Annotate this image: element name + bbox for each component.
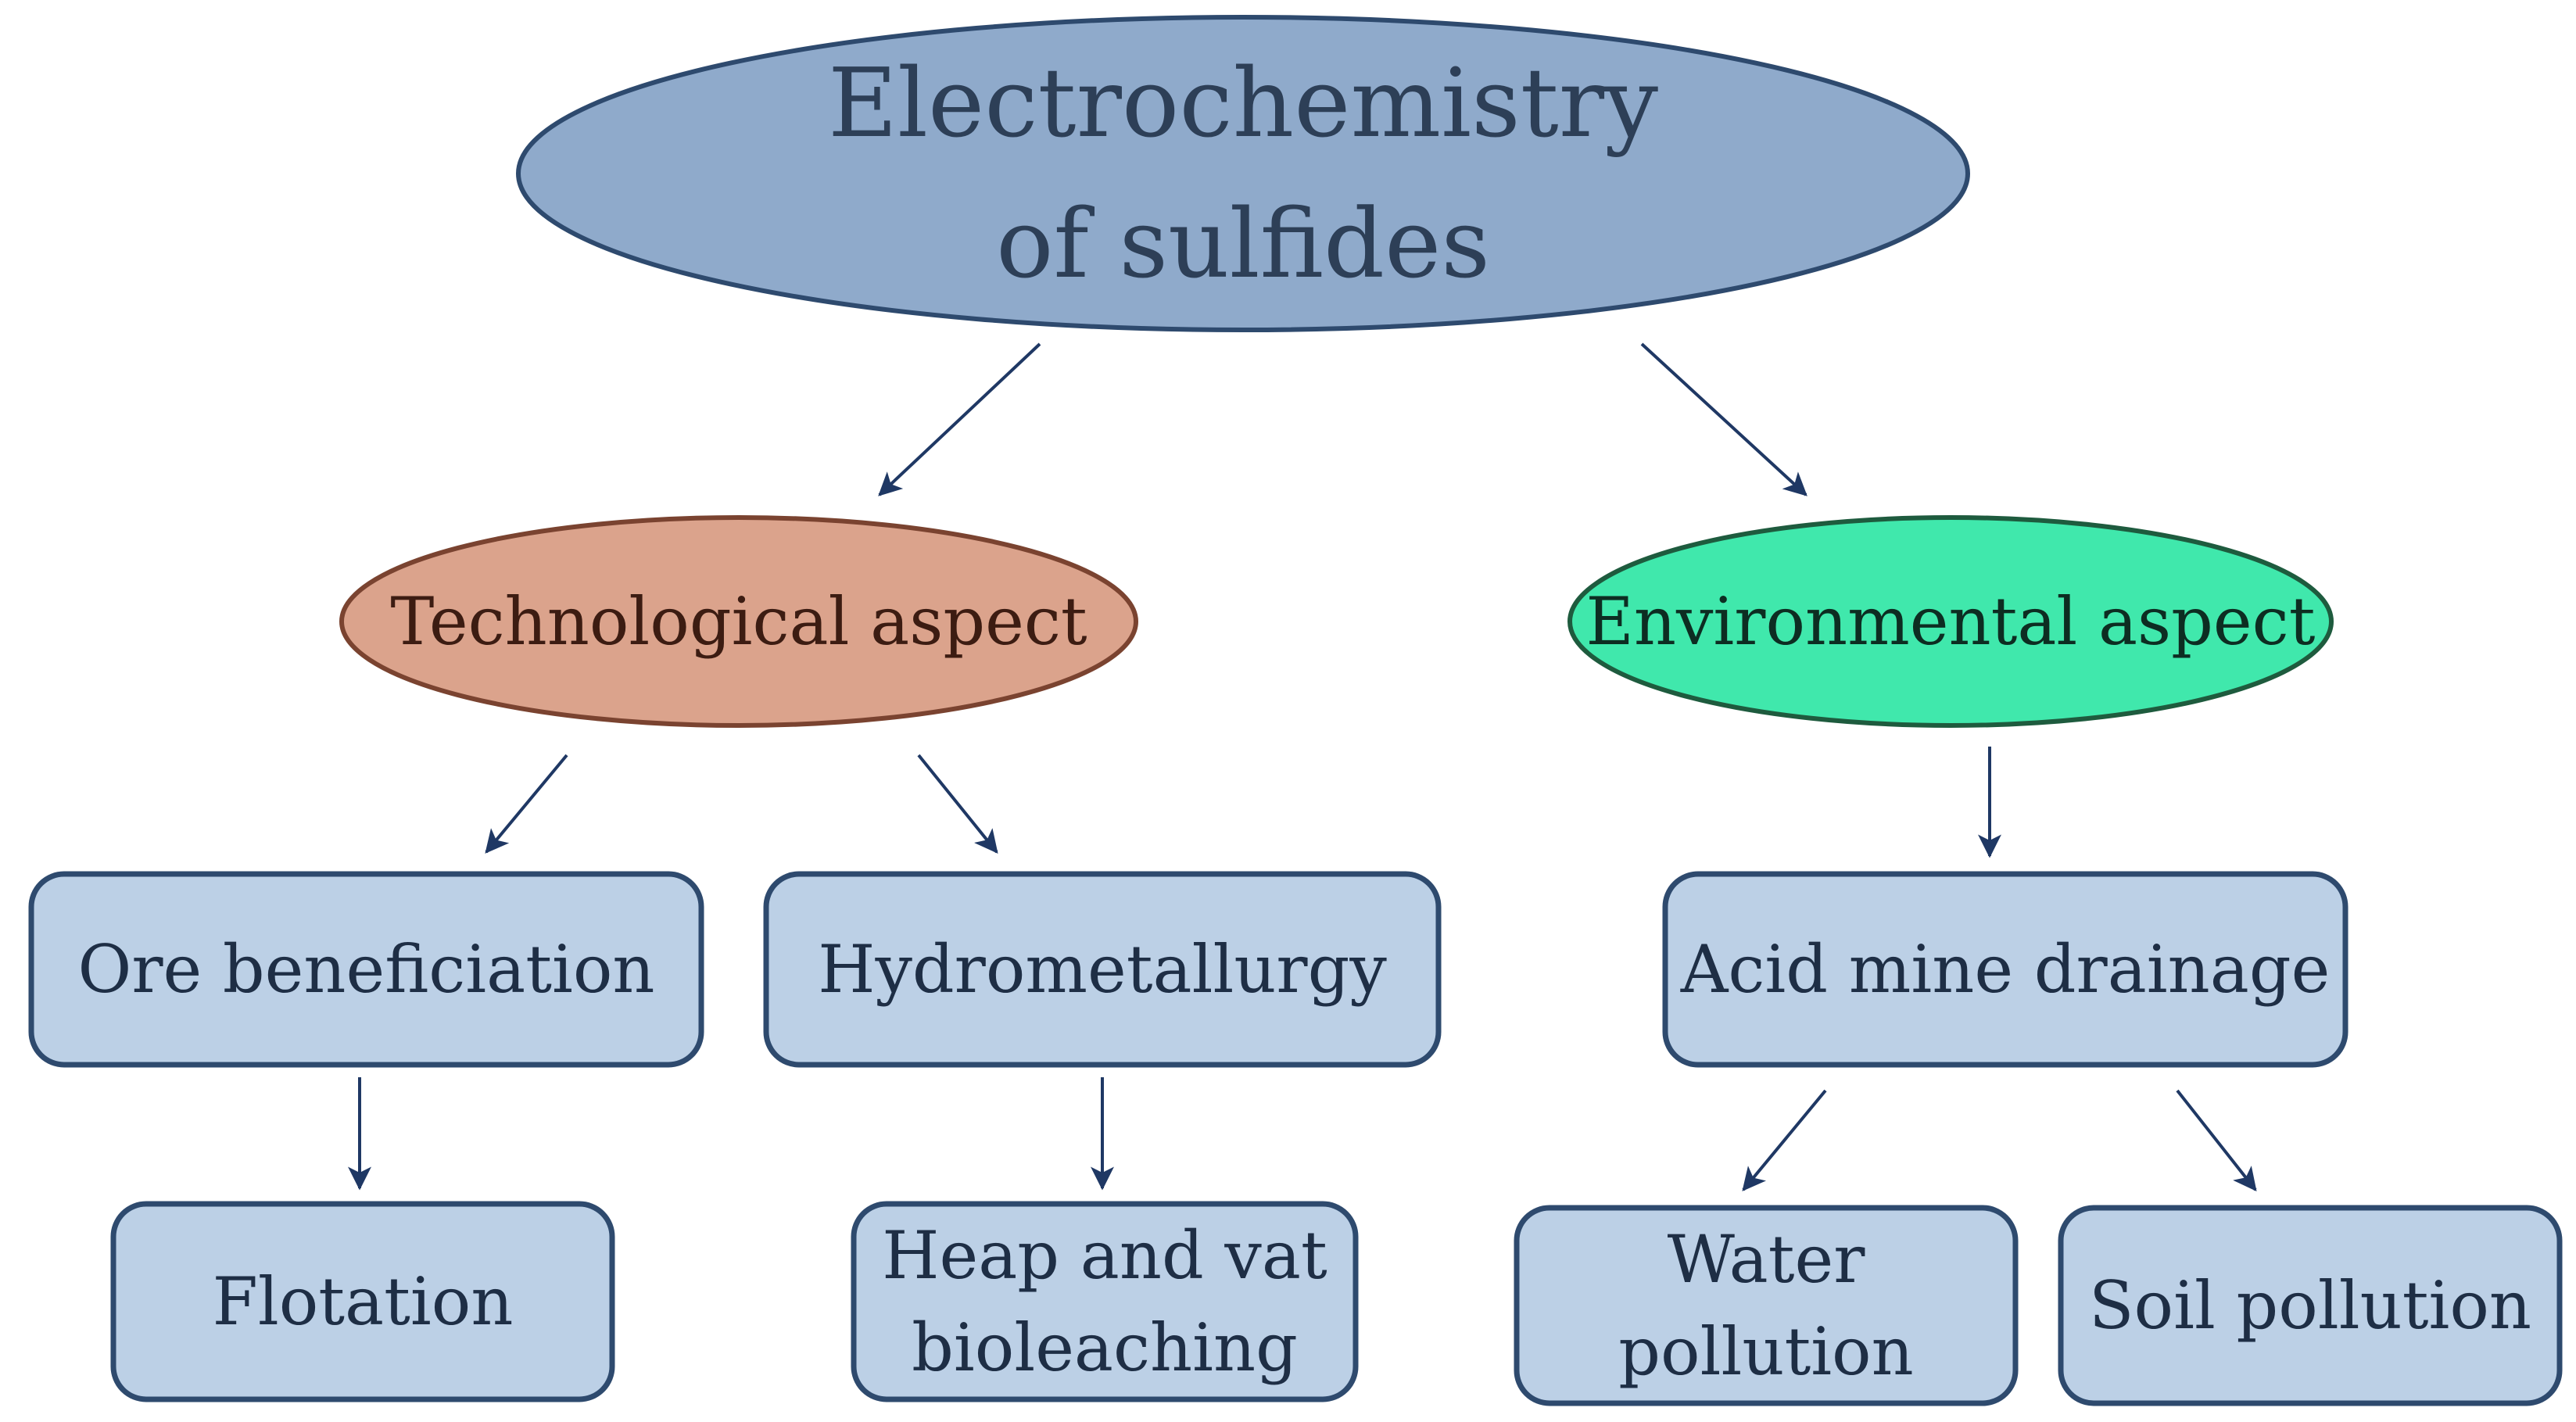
node-environmental: Environmental aspect xyxy=(1567,515,2334,728)
node-hydro-label-line-1: Hydrometallurgy xyxy=(818,931,1387,1008)
node-heap-label-line-1: Heap and vat xyxy=(882,1217,1327,1294)
node-ore-shape xyxy=(28,871,704,1068)
node-soil: Soil pollution xyxy=(2058,1205,2563,1406)
node-flotation-label-line-1: Flotation xyxy=(213,1263,514,1340)
node-water-label-line-2: pollution xyxy=(1618,1313,1913,1390)
node-soil-label-line-1: Soil pollution xyxy=(2089,1267,2531,1344)
node-water: Water pollution xyxy=(1514,1205,2019,1406)
node-amd: Acid mine drainage xyxy=(1662,871,2348,1068)
node-ore: Ore beneficiation xyxy=(28,871,704,1068)
node-amd-shape xyxy=(1662,871,2348,1068)
node-heap-label-line-2: bioleaching xyxy=(912,1309,1298,1386)
node-soil-shape xyxy=(2058,1205,2563,1406)
node-hydro: Hydrometallurgy xyxy=(763,871,1442,1068)
node-root-label-line-2: of sulfides xyxy=(996,188,1490,299)
node-root-label-line-1: Electrochemistry xyxy=(828,48,1658,159)
node-hydro-shape xyxy=(763,871,1442,1068)
node-ore-label-line-1: Ore beneficiation xyxy=(77,931,654,1008)
arrow-amd-to-water xyxy=(1742,1089,1827,1191)
node-environmental-label-line-1: Environmental aspect xyxy=(1586,583,2316,660)
arrow-technological-to-hydro xyxy=(917,754,998,854)
arrow-root-to-technological xyxy=(878,342,1041,496)
node-heap: Heap and vat bioleaching xyxy=(851,1201,1359,1402)
arrow-root-to-environmental xyxy=(1640,342,1807,496)
node-water-label-line-1: Water xyxy=(1668,1221,1866,1298)
node-flotation: Flotation xyxy=(110,1201,615,1402)
node-root: Electrochemistry of sulfides xyxy=(516,15,1970,332)
edges-layer xyxy=(348,342,2257,1191)
node-environmental-shape xyxy=(1567,515,2334,728)
node-flotation-shape xyxy=(110,1201,615,1402)
node-technological-shape xyxy=(339,515,1138,728)
arrow-amd-to-soil xyxy=(2176,1089,2257,1191)
node-amd-label-line-1: Acid mine drainage xyxy=(1680,931,2331,1008)
node-water-shape xyxy=(1514,1205,2019,1406)
node-heap-shape xyxy=(851,1201,1359,1402)
node-technological-label-line-1: Technological aspect xyxy=(390,583,1087,660)
arrow-technological-to-ore xyxy=(485,754,568,854)
node-root-shape xyxy=(516,15,1970,332)
nodes-layer: Electrochemistry of sulfidesTechnological… xyxy=(28,15,2563,1406)
node-technological: Technological aspect xyxy=(339,515,1138,728)
